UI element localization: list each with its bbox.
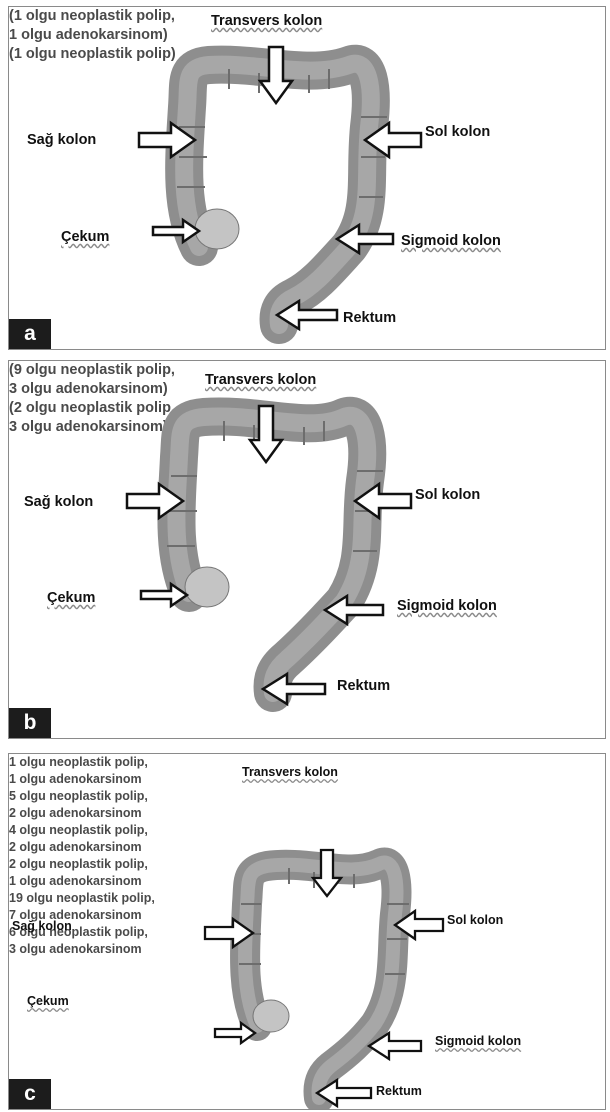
colon-diagram-a [9,7,605,349]
label-transverse: Transvers kolon [205,371,316,389]
colon-diagram-c [9,754,605,1109]
colon-diagram-b [9,361,605,738]
label-right-colon: Sağ kolon [27,131,96,149]
label-cecum: Çekum [27,993,69,1010]
panel-a: Transvers kolon Sağ kolon Sol kolon Çeku… [8,6,606,350]
label-sigmoid: Sigmoid kolon [435,1033,521,1050]
label-left-colon: Sol kolon [447,912,503,929]
label-rectum: Rektum [337,677,390,695]
colon-illustration [239,863,409,1098]
label-transverse: Transvers kolon [211,12,322,30]
panel-tag-c: c [9,1079,51,1109]
panel-tag-a: a [9,319,51,349]
label-cecum: Çekum [61,228,109,246]
label-sigmoid: Sigmoid kolon [401,232,501,250]
label-rectum: Rektum [376,1083,422,1100]
panel-b: Transvers kolon Sağ kolon Sol kolon Çeku… [8,360,606,739]
label-sigmoid: Sigmoid kolon [397,597,497,615]
label-cecum: Çekum [47,589,95,607]
label-left-colon: Sol kolon [425,123,490,141]
label-rectum: Rektum [343,309,396,327]
colon-illustration [177,64,387,325]
panel-c: Transvers kolon 1 olgu neoplastik polip,… [8,753,606,1110]
panel-tag-b: b [9,708,51,738]
label-right-colon: Sağ kolon [12,918,72,935]
label-right-colon: Sağ kolon [24,493,93,511]
label-left-colon: Sol kolon [415,486,480,504]
colon-illustration [167,416,383,693]
label-transverse: Transvers kolon [242,764,338,781]
